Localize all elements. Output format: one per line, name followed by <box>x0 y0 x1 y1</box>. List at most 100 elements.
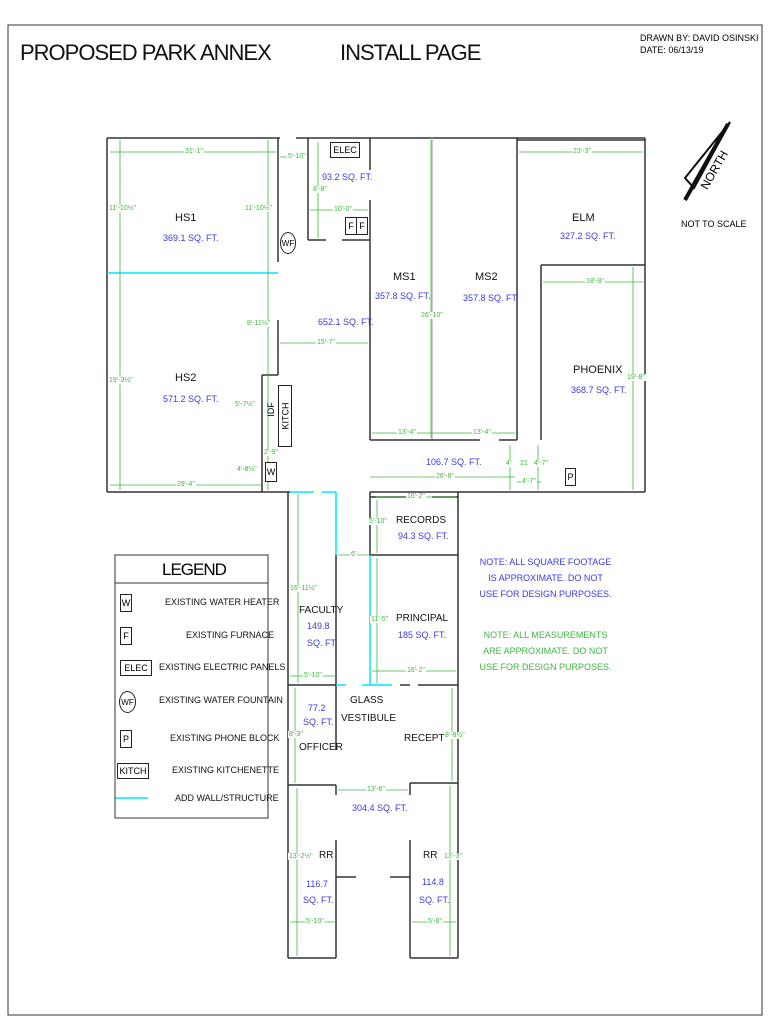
area-corridor: 106.7 SQ. FT. <box>426 457 482 467</box>
area-rr-left: 116.7 <box>306 879 328 889</box>
dim: 5'-10" <box>305 918 325 925</box>
room-principal: PRINCIPAL <box>396 613 449 624</box>
dim: 23'-3" <box>572 148 592 155</box>
area-phoenix: 368.7 SQ. FT. <box>571 385 627 395</box>
area-ms2: 357.8 SQ. FT. <box>463 293 519 303</box>
new-walls <box>107 272 392 799</box>
dim: 13'-4" <box>472 429 492 436</box>
date: DATE: 06/13/19 <box>640 45 704 55</box>
area-officer: 77.2 <box>308 703 326 713</box>
room-rr-right: RR <box>423 850 438 861</box>
dim: 16'-2" <box>406 667 426 674</box>
idf-label: IDF <box>265 402 276 417</box>
room-phoenix: PHOENIX <box>573 364 623 376</box>
legend-label: EXISTING KITCHENETTE <box>172 765 280 775</box>
dim: 26'-8" <box>435 473 455 480</box>
room-rr-left: RR <box>319 850 334 861</box>
room-ms1: MS1 <box>393 271 416 283</box>
room-recept: RECEPT <box>404 733 445 744</box>
furnace-icon: F <box>356 217 368 235</box>
room-hs1: HS1 <box>175 212 197 224</box>
dim: 6' <box>350 551 358 558</box>
legend-label: EXISTING ELECTRIC PANELS <box>159 662 286 672</box>
dim: 13'-4" <box>397 429 417 436</box>
legend-title: LEGEND <box>162 560 227 579</box>
room-records: RECORDS <box>396 515 447 526</box>
dim: 5'-8" <box>427 918 443 925</box>
room-officer: OFFICER <box>299 742 343 753</box>
dim: 13'-3" <box>443 853 463 860</box>
dim: 13'-6" <box>366 786 386 793</box>
legend-label: EXISTING WATER FOUNTAIN <box>159 695 283 705</box>
area-officer-unit: SQ. FT. <box>303 717 334 727</box>
water-fountain-icon: WF <box>280 232 296 254</box>
dim: 11'-10½" <box>108 205 138 212</box>
sheet-border <box>7 24 763 1016</box>
phone-block-icon: P <box>120 730 132 748</box>
dim: 29'-4" <box>176 481 196 488</box>
dim: 11'-10½" <box>244 205 274 212</box>
dim: 18'-8" <box>585 278 605 285</box>
elec-panel-icon: ELEC <box>330 142 360 158</box>
drawn-by: DRAWN BY: DAVID OSINSKI <box>640 33 759 43</box>
legend-label: EXISTING PHONE BLOCK <box>170 733 280 743</box>
drawing-title: PROPOSED PARK ANNEX <box>20 40 272 65</box>
dim: 4'-8½" <box>236 466 258 473</box>
dim: 8'-8½" <box>444 732 466 739</box>
kitchenette-icon: KITCH <box>117 763 149 779</box>
kitchenette-icon: KITCH <box>278 385 292 447</box>
area-rr-right-unit: SQ. FT. <box>419 895 450 905</box>
page-title: INSTALL PAGE <box>340 40 481 65</box>
room-hs2: HS2 <box>175 372 197 384</box>
room-ms2: MS2 <box>475 271 498 283</box>
dim: 21 <box>519 460 529 467</box>
dim: 19'-8" <box>626 374 646 381</box>
legend-label: EXISTING FURNACE <box>186 630 275 640</box>
area-elec-room: 93.2 SQ. FT. <box>322 172 373 182</box>
legend-label: EXISTING WATER HEATER <box>165 597 280 607</box>
dim: 4'-7" <box>521 478 537 485</box>
water-heater-icon: W <box>120 594 132 612</box>
dim: 11'-5" <box>370 616 390 623</box>
room-elm: ELM <box>572 212 595 224</box>
legend-label: ADD WALL/STRUCTURE <box>175 793 279 803</box>
dim: 8'-8" <box>312 186 328 193</box>
area-lobby: 304.4 SQ. FT. <box>352 803 408 813</box>
room-vestibule-1: GLASS <box>350 695 384 706</box>
water-heater-icon: W <box>265 462 277 482</box>
room-vestibule-2: VESTIBULE <box>341 713 397 724</box>
dim: 5'-10" <box>303 672 323 679</box>
dim: 8'-3" <box>288 731 304 738</box>
dim: 8'-11½" <box>246 320 272 327</box>
dim: 4' <box>505 460 513 467</box>
area-rr-right: 114.8 <box>422 877 444 887</box>
dim: 13'-2½" <box>288 853 314 860</box>
dim: 5'-10" <box>368 518 388 525</box>
dim: 26'-10" <box>420 312 444 319</box>
room-faculty: FACULTY <box>299 605 344 616</box>
area-hs1: 369.1 SQ. FT. <box>163 233 219 243</box>
area-records: 94.3 SQ. FT. <box>398 531 449 541</box>
dim: 10'-0" <box>333 206 353 213</box>
dim: 5'-7½" <box>234 401 256 408</box>
walls <box>106 137 646 959</box>
not-to-scale: NOT TO SCALE <box>681 219 747 229</box>
dim: 2'-9" <box>263 449 279 456</box>
dim: 16'-11½" <box>289 585 319 592</box>
legend-box <box>114 554 269 819</box>
area-hall: 652.1 SQ. FT. <box>318 317 374 327</box>
elec-panel-icon: ELEC <box>120 660 152 676</box>
water-fountain-icon: WF <box>119 691 136 713</box>
dim: 19'-3½" <box>108 377 134 384</box>
area-elm: 327.2 SQ. FT. <box>560 231 616 241</box>
area-ms1: 357.8 SQ. FT. <box>375 291 431 301</box>
dim: 16'-2" <box>406 493 426 500</box>
dim: 31'-1" <box>184 148 204 155</box>
dim: 15'-7" <box>316 339 336 346</box>
area-hs2: 571.2 SQ. FT. <box>163 394 219 404</box>
north-arrow-icon <box>683 121 731 201</box>
furnace-icon: F <box>120 627 132 645</box>
dimension-lines <box>110 140 643 956</box>
